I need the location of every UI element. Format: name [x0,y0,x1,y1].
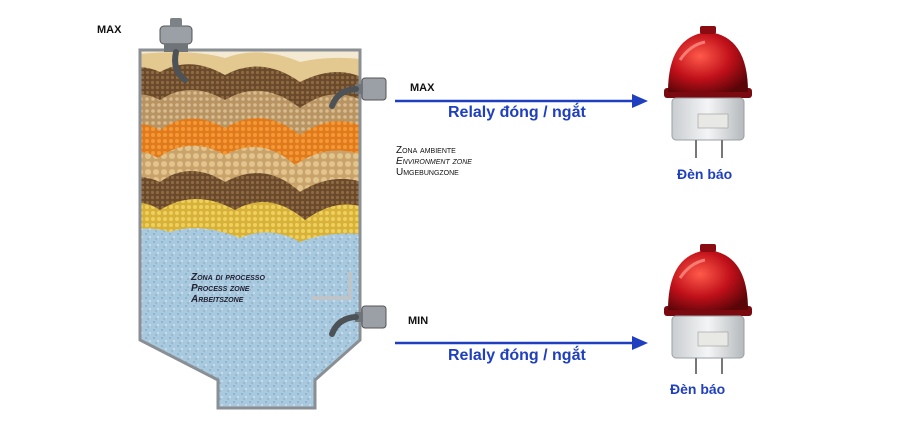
min-sensor-label: MIN [408,315,429,327]
max-sensor-label: MAX [410,82,435,94]
lamp-label-top: Đèn báo [677,166,733,182]
ambient-zone-it: Zona ambiente [396,145,456,156]
min-level-sensor [329,305,387,337]
top-level-sensor [159,18,193,83]
silo-wall [138,48,362,410]
ambient-zone-de: Umgebungzone [396,167,459,178]
arrow-top [395,94,648,108]
process-zone-it: Zona di processo [191,272,265,283]
max-top-label: MAX [97,24,122,36]
arrow-bottom [395,336,648,350]
process-zone-label: Zona di processo Process zone Arbeitszon… [191,272,265,305]
relay-label-top: Relaly đóng / ngắt [448,104,586,121]
side-pipe [312,272,352,300]
relay-label-bottom: Relaly đóng / ngắt [448,347,586,364]
ambient-zone-label: Zona ambiente Environment zone Umgebungz… [396,145,472,178]
ambient-zone-en: Environment zone [396,156,472,167]
lamp-label-bottom: Đèn báo [670,381,726,397]
warning-lamp-top [664,26,752,158]
process-zone-en: Process zone [191,283,250,294]
max-level-sensor [329,77,387,109]
process-zone-de: Arbeitszone [191,294,244,305]
warning-lamp-bottom [664,244,752,374]
